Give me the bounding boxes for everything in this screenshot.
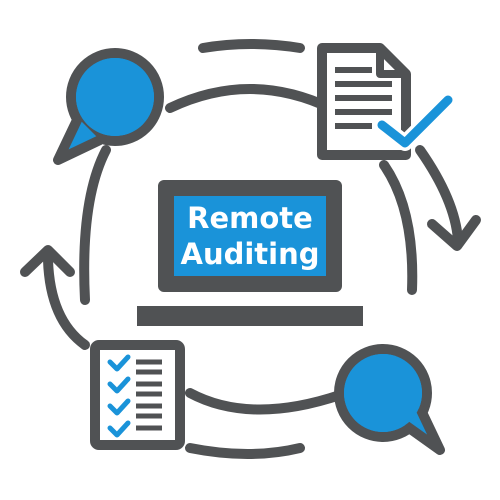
cycle-arc-left-outer: [43, 255, 90, 350]
arrow-head-right: [427, 215, 481, 251]
cycle-arc-bottom-outer: [185, 443, 305, 459]
chat-bubble-bottom-right-fill: [344, 354, 422, 432]
cycle-ring: [43, 39, 463, 459]
cycle-arrow-icon: [20, 215, 481, 277]
chat-bubble-icon: [334, 344, 445, 455]
laptop-base: [137, 306, 363, 326]
laptop-screen: [174, 196, 326, 276]
checklist-lines: [136, 359, 162, 431]
chat-bubble-bottom-right-tail: [402, 405, 445, 455]
chat-bubble-icon: [53, 48, 164, 165]
arrow-head-left: [20, 245, 75, 277]
screen-title: Remote Auditing: [174, 196, 326, 276]
checklist-ticks: [107, 354, 131, 438]
cycle-arc-bottom: [185, 388, 345, 415]
chat-bubble-top-left-fill: [76, 58, 154, 136]
document-check-icon: [317, 43, 456, 160]
document-fold: [376, 48, 406, 78]
cycle-arc-top-inner: [165, 84, 335, 113]
screen-title-line2: Auditing: [180, 237, 320, 271]
cycle-arc-left: [79, 145, 111, 305]
cycle-arc-right: [415, 145, 463, 245]
checklist-icon: [90, 340, 185, 450]
laptop-icon: [137, 180, 363, 326]
cycle-arc-right-inner: [379, 160, 418, 295]
chat-bubble-top-left-tail: [53, 115, 103, 165]
screen-title-line1: Remote: [187, 201, 313, 235]
check-mark-icon-blue: [377, 95, 453, 148]
document-lines: [335, 67, 392, 129]
cycle-arc-top: [198, 39, 305, 53]
